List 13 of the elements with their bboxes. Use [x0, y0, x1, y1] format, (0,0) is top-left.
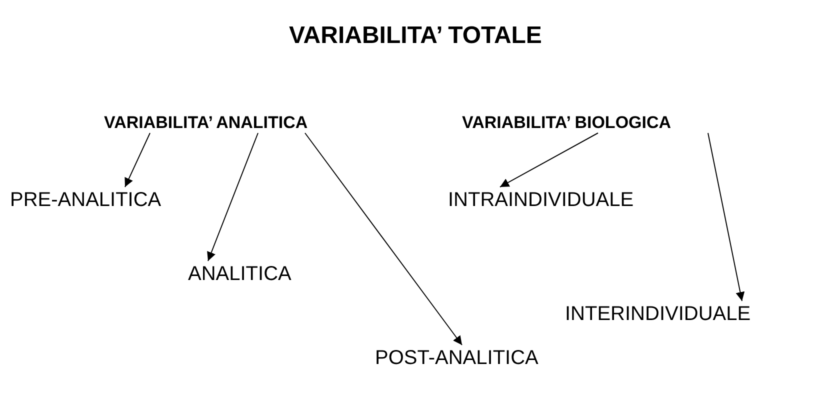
category-label: ANALITICA	[188, 264, 292, 284]
category-label: INTERINDIVIDUALE	[565, 304, 751, 324]
category-label: PRE-ANALITICA	[10, 190, 162, 210]
arrow	[207, 132, 258, 262]
arrow	[304, 132, 462, 346]
diagram-title: VARIABILITA’ TOTALE	[289, 22, 542, 49]
arrow	[708, 132, 745, 302]
category-heading: VARIABILITA’ BIOLOGICA	[462, 114, 672, 131]
category-heading: VARIABILITA’ ANALITICA	[104, 114, 308, 131]
category-label: INTRAINDIVIDUALE	[448, 190, 634, 210]
category-label: POST-ANALITICA	[375, 348, 538, 368]
arrow	[500, 132, 598, 188]
arrow	[124, 132, 150, 188]
